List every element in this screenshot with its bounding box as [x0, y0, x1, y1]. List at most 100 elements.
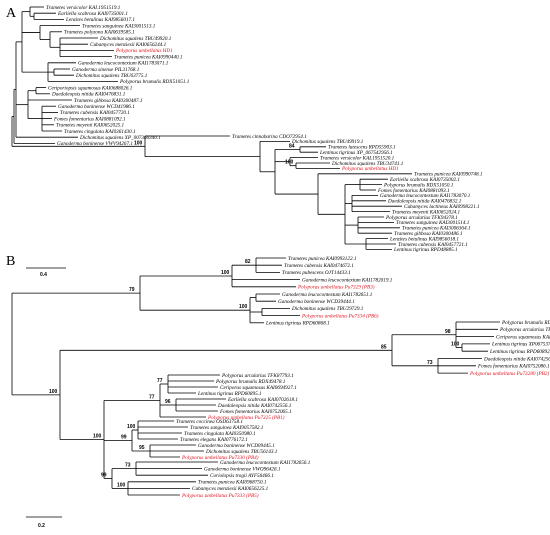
taxon-label: Ceriporiopsis squamosus KAI0688026.1	[48, 85, 133, 91]
taxon-label: Trametes versicolor KAI.1951519.1	[46, 5, 121, 11]
bootstrap-value: 99	[101, 473, 107, 479]
taxon-label: Dichomitus squalens TBU29729.1	[291, 306, 364, 312]
taxon-label: Earliella scabrosa KAI0702618.1	[227, 397, 298, 403]
bootstrap-value: 77	[157, 378, 163, 384]
panel-a-scale-label: 0.4	[40, 272, 47, 278]
taxon-label: Ganoderma boninense WCD39444.1	[278, 298, 355, 305]
taxon-label: Lentinus tigrinus RPD48885.1	[393, 246, 458, 253]
taxon-label: Lenzites betulinus KAI9856017.1	[65, 17, 135, 23]
bootstrap-value: 100	[239, 304, 248, 310]
taxon-label: Trametes punicea KAI3006364.1	[402, 225, 471, 232]
taxon-label: Polyporus umbellatus HD1	[115, 48, 173, 54]
panel-a-tree: A Trametes versicolor KAI.1951519.1Earli…	[6, 5, 483, 278]
taxon-label: Trametes pubescens OJT14433.1	[282, 269, 351, 276]
taxon-label: Dichomitus squalens TBU34741.1	[331, 160, 404, 167]
taxon-label: Trametes coccinea OSD63758.1	[176, 419, 243, 425]
bootstrap-value: 100	[49, 389, 58, 395]
bootstrap-value: 77	[149, 395, 155, 401]
taxon-label: Ganoderma boninense VWO96426.1	[204, 465, 281, 472]
taxon-label: Trametes cingulata KAI0361430.1	[64, 128, 136, 135]
taxon-label: Cubamyces menziesii KAI0656225.1	[192, 486, 269, 492]
taxon-label: Polyporus arcularius TFK87800.1	[499, 327, 550, 333]
taxon-label: Lentinus tigrinus RPD60868.1	[265, 321, 330, 327]
taxon-label: Polyporus umbellatus Pu7333 (PB5)	[181, 492, 259, 499]
taxon-label: Dichomitus squalens TBU56143.1	[205, 448, 278, 455]
bootstrap-value: 100	[285, 160, 294, 166]
bootstrap-value: 98	[445, 329, 451, 335]
bootstrap-value: 100	[221, 270, 230, 276]
taxon-label: Ganoderma boninense WCD09445.1	[198, 442, 275, 449]
bootstrap-value: 99	[121, 435, 127, 441]
taxon-label: Trametes polyzona KAI0639585.1	[64, 30, 135, 36]
bootstrap-value: 100	[93, 434, 102, 440]
taxon-label: Polyporus umbellatus Pu7330 (PB4)	[181, 454, 259, 461]
taxon-label: Polyporus brumalis RDX49478.1	[215, 378, 286, 385]
taxon-label: Lentinus tigrinus XP067537495.1	[491, 341, 550, 348]
taxon-label: Dichomitus squalens TBU49919.1	[291, 138, 364, 145]
taxon-label: Daedaleopsis nitida KAI0476831.1	[51, 91, 126, 98]
panel-b-tree: B Trametes punicea KAI0993122.1Trametes …	[6, 254, 550, 529]
taxon-label: Polyporus brumalis RDX51050.1	[383, 182, 454, 188]
taxon-label: Trametes punicea KAI0990748.1	[414, 171, 483, 178]
taxon-label: Earliella scabrosa KAI0735001.1	[57, 11, 128, 17]
taxon-label: Polyporus umbellatus HD1	[341, 166, 399, 172]
panel-b-label: B	[6, 254, 15, 269]
taxon-label: Cubamyces menziesii KAI0656244.1	[90, 41, 167, 48]
taxon-label: Lentinus tigrinus RPD60892.1	[489, 349, 550, 355]
taxon-label: Dichomitus squalens TBU49920.1	[99, 35, 172, 42]
bootstrap-value: 100	[127, 424, 136, 430]
taxon-label: Lentinus tigrinus RPD60895.1	[197, 391, 262, 397]
taxon-label: Trametes cinnabarina CDO72954.1	[232, 133, 307, 140]
taxon-label: Dichomitus squalens XP_007360340.1	[79, 134, 161, 141]
taxon-label: Ganoderma boninense VWV94267.1	[57, 140, 133, 147]
panel-b-scale-label: 0.2	[38, 523, 45, 529]
taxon-label: Trametes punicea KAI0990440.1	[114, 53, 183, 60]
taxon-label: Trametes sanguinea KAI3001513.1	[82, 23, 156, 29]
bootstrap-value: 85	[381, 344, 387, 350]
bootstrap-value: 100	[117, 482, 126, 488]
taxon-label: Trametes elegans KAI0776172.1	[180, 437, 248, 443]
taxon-label: Daedaleopsis nitida KAI0476832.1	[387, 198, 462, 205]
taxon-label: Trametes punicea KAI0968750.1	[198, 480, 267, 486]
taxon-label: Polyporus umbellatus Pu7325 (PB1)	[207, 414, 285, 421]
taxon-label: Trametes gibbosa KAI0300487.1	[74, 97, 143, 104]
taxon-label: Lenzites betulinus KAI9856018.1	[389, 236, 459, 242]
bootstrap-value: 79	[129, 287, 135, 293]
taxon-label: Lentinus tigrinus XP_067542956.1	[319, 149, 393, 156]
taxon-label: Trametes cubensis KAI0474672.1	[284, 262, 354, 269]
taxon-label: Trametes sanguinea KAI3001514.1	[396, 219, 470, 226]
taxon-label: Fomes fomentarius KAI0752065.1	[219, 408, 292, 415]
bootstrap-value: 96	[165, 399, 171, 405]
taxon-label: Trametes sanguinea KAI9057582.1	[190, 425, 264, 431]
bootstrap-value: 73	[427, 360, 433, 366]
taxon-label: Ganoderma boninense WCD41986.1	[58, 103, 135, 110]
taxon-label: Earliella scabrosa KAI0735002.1	[389, 177, 460, 183]
taxon-label: Ganoderma sinense PIL31768.1	[72, 67, 140, 73]
taxon-label: Ganoderma leucocontextum KAI1783071.1	[78, 61, 169, 67]
taxon-label: Trametes punicea KAI0993122.1	[288, 256, 357, 262]
taxon-label: Trametes cubensis KAI0457720.1	[60, 109, 130, 116]
taxon-label: Polyporus umbellatus Pu73280 (PB2)	[469, 370, 549, 377]
taxon-label: Ganoderma leucocontextum KAI1782019.1	[302, 277, 393, 283]
taxon-label: Ceriporus squamosus KAI0694922.1	[496, 333, 550, 340]
taxon-label: Ceriporus squamosus KAI0694927.1	[220, 384, 297, 391]
bootstrap-value: 95	[139, 445, 145, 451]
taxon-label: Trametes cubensis KAI0457721.1	[398, 241, 468, 248]
taxon-label: Trametes meyenii KAI0652025.1	[56, 123, 125, 129]
taxon-label: Trametes gibbosa KAI0300486.1	[394, 230, 463, 237]
bootstrap-value: 73	[125, 463, 131, 469]
taxon-label: Ganoderma leucocontextum KAI1782656.1	[220, 460, 311, 466]
panel-a-label: A	[6, 6, 17, 21]
bootstrap-value: 82	[245, 259, 251, 265]
taxon-label: Trametes cingulata KAI0350980.1	[184, 431, 256, 437]
taxon-label: Polyporus brumalis RDX51051.1	[119, 79, 190, 85]
taxon-label: Trametes lutescens RPD55903.1	[328, 145, 396, 151]
bootstrap-value: 100	[134, 140, 143, 146]
taxon-label: Polyporus umbellatus Pu7329 (PB3)	[297, 284, 375, 291]
taxon-label: Cubamyces lactineus KAI0998221.1	[404, 204, 480, 210]
taxon-label: Fomes fomentarius KAI0881092.1	[53, 115, 126, 122]
taxon-label: Coriolopsis trogii AYF56466.1	[210, 472, 274, 479]
taxon-label: Ganoderma leucocontextum KAI1783070.1	[380, 193, 471, 199]
taxon-label: Polyporus arcularius TFK94378.1	[385, 214, 458, 221]
